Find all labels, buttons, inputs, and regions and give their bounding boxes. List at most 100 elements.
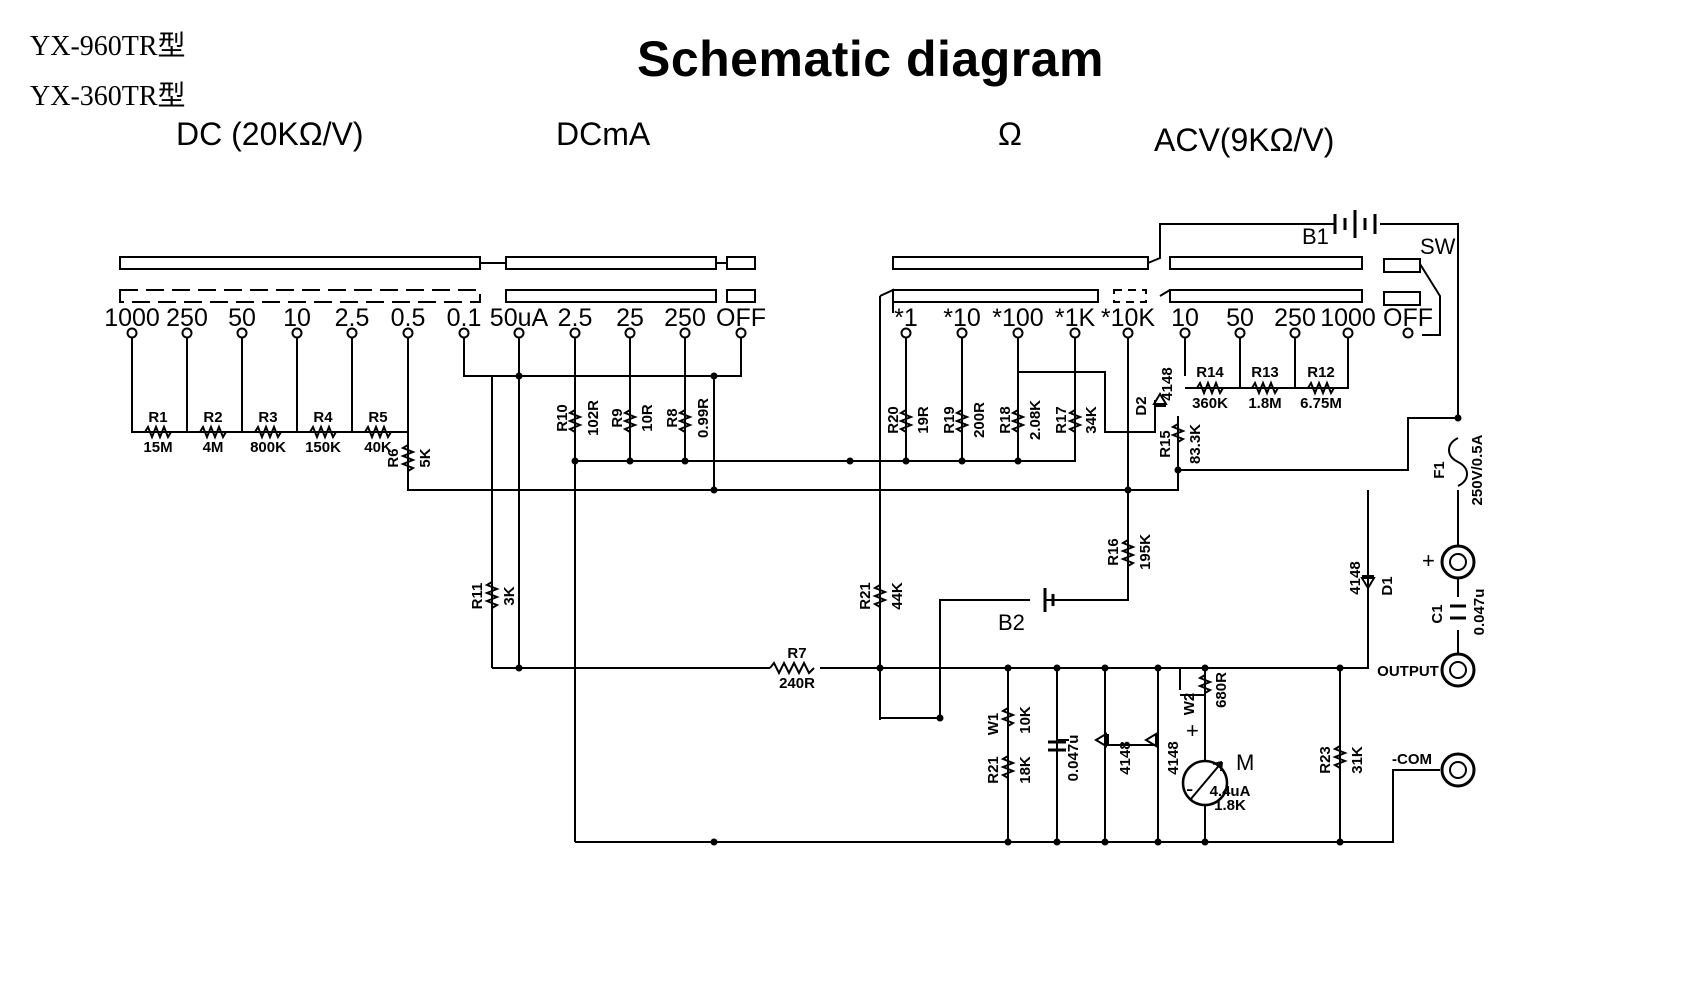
terminal [1289, 327, 1301, 339]
component-value: 0.99R [695, 398, 712, 438]
junction [710, 372, 718, 380]
selector-bar [892, 256, 1149, 270]
resistor-r9 [622, 409, 638, 433]
component-ref: R20 [885, 406, 902, 434]
component-labels: R1 15M R2 4M R3 800K R4 150K R5 40K R6 5… [143, 364, 1488, 814]
switch-contact [1383, 258, 1421, 273]
wire [879, 288, 894, 720]
component-ref: R4 [313, 409, 333, 426]
diode-d3-value: 4148 [1117, 741, 1134, 774]
junction [1154, 664, 1162, 672]
component-value: 1.8M [1248, 395, 1281, 412]
meter-current: 4.4uA [1210, 783, 1251, 800]
section-ohm: Ω [998, 116, 1022, 152]
resistor-r4 [309, 424, 337, 440]
meter-needle [1189, 761, 1223, 801]
component-ref: R21 [985, 756, 1002, 784]
junction [571, 457, 579, 465]
resistor-r19 [954, 409, 970, 433]
component-value: 83.3K [1187, 424, 1204, 464]
range-label-acv: 10 [1171, 304, 1199, 332]
component-value: 5K [417, 448, 434, 467]
component-value: 200R [971, 402, 988, 438]
component-value: 10K [1017, 706, 1034, 734]
component-value: 102R [585, 400, 602, 436]
component-ref: D2 [1133, 396, 1150, 415]
meter-minus-sign: - [1186, 776, 1193, 801]
potentiometer-w1 [1000, 707, 1016, 727]
jack-output [1440, 652, 1476, 688]
range-label-dcv: 0.5 [391, 304, 426, 332]
range-label-acv: 250 [1274, 304, 1316, 332]
component-value: 34K [1083, 406, 1100, 434]
resistor-r23 [1332, 745, 1348, 769]
range-label-ohm: *10 [943, 304, 981, 332]
section-dc-voltage: DC (20KΩ/V) [176, 116, 364, 152]
wire [1159, 263, 1441, 336]
resistor-r1 [144, 424, 172, 440]
selector-bar [1169, 289, 1363, 303]
component-ref: R2 [203, 409, 222, 426]
component-ref: R1 [148, 409, 167, 426]
junction [936, 714, 944, 722]
parts [126, 210, 1476, 807]
junction [1004, 664, 1012, 672]
wire [492, 490, 1369, 669]
jack-com [1440, 752, 1476, 788]
component-ref: R7 [787, 645, 806, 662]
jack-output-inner [1449, 661, 1467, 679]
wire [186, 338, 409, 432]
resistor-r7 [769, 660, 815, 676]
wire [905, 338, 1156, 461]
component-ref: C1 [1429, 604, 1446, 623]
terminal [1342, 327, 1354, 339]
jack-com-inner [1449, 761, 1467, 779]
component-ref: F1 [1431, 461, 1448, 479]
capacitor-c2-symbol [1048, 740, 1066, 752]
diode-d4-symbol [1144, 732, 1159, 748]
range-label-acv: 1000 [1320, 304, 1376, 332]
terminal [291, 327, 303, 339]
component-ref: R9 [609, 408, 626, 427]
wire [1177, 416, 1458, 471]
range-label-dcv: 250 [166, 304, 208, 332]
component-ref: R23 [1317, 746, 1334, 774]
range-label-ohm: *10K [1101, 304, 1156, 332]
junction [1336, 664, 1344, 672]
terminal [1234, 327, 1246, 339]
component-value: 800K [250, 439, 286, 456]
range-label-dcma: 250 [664, 304, 706, 332]
terminal [236, 327, 248, 339]
terminal [735, 327, 747, 339]
terminal [569, 327, 581, 339]
component-value: 18K [1017, 756, 1034, 784]
wire [491, 338, 520, 668]
terminal [1012, 327, 1024, 339]
junction [681, 457, 689, 465]
resistor-r3 [254, 424, 282, 440]
section-ac-voltage: ACV(9KΩ/V) [1154, 122, 1335, 158]
fuse-symbol [1448, 437, 1468, 487]
battery-b1-symbol [1333, 210, 1377, 238]
component-ref: D1 [1379, 576, 1396, 595]
component-ref: R17 [1053, 406, 1070, 434]
selector-bar [726, 256, 756, 270]
component-value: 150K [305, 439, 341, 456]
wire [1184, 338, 1349, 389]
range-label-ohm: *1K [1055, 304, 1096, 332]
wire [1007, 668, 1341, 842]
junction [1124, 486, 1132, 494]
selector-bar [505, 289, 717, 303]
jack-plus [1440, 544, 1476, 580]
junction [1454, 414, 1462, 422]
battery-b2-label: B2 [998, 610, 1025, 635]
component-ref: R5 [368, 409, 387, 426]
switch-contact [1383, 291, 1421, 306]
resistor-r8 [677, 409, 693, 433]
range-label-dcv: 50 [228, 304, 256, 332]
selector-labels: 1000 250 50 10 2.5 0.5 0.1 50uA 2.5 25 2… [104, 304, 1433, 332]
range-label-dcv: 2.5 [335, 304, 370, 332]
junction [710, 838, 718, 846]
potentiometer-w2 [1197, 674, 1213, 694]
